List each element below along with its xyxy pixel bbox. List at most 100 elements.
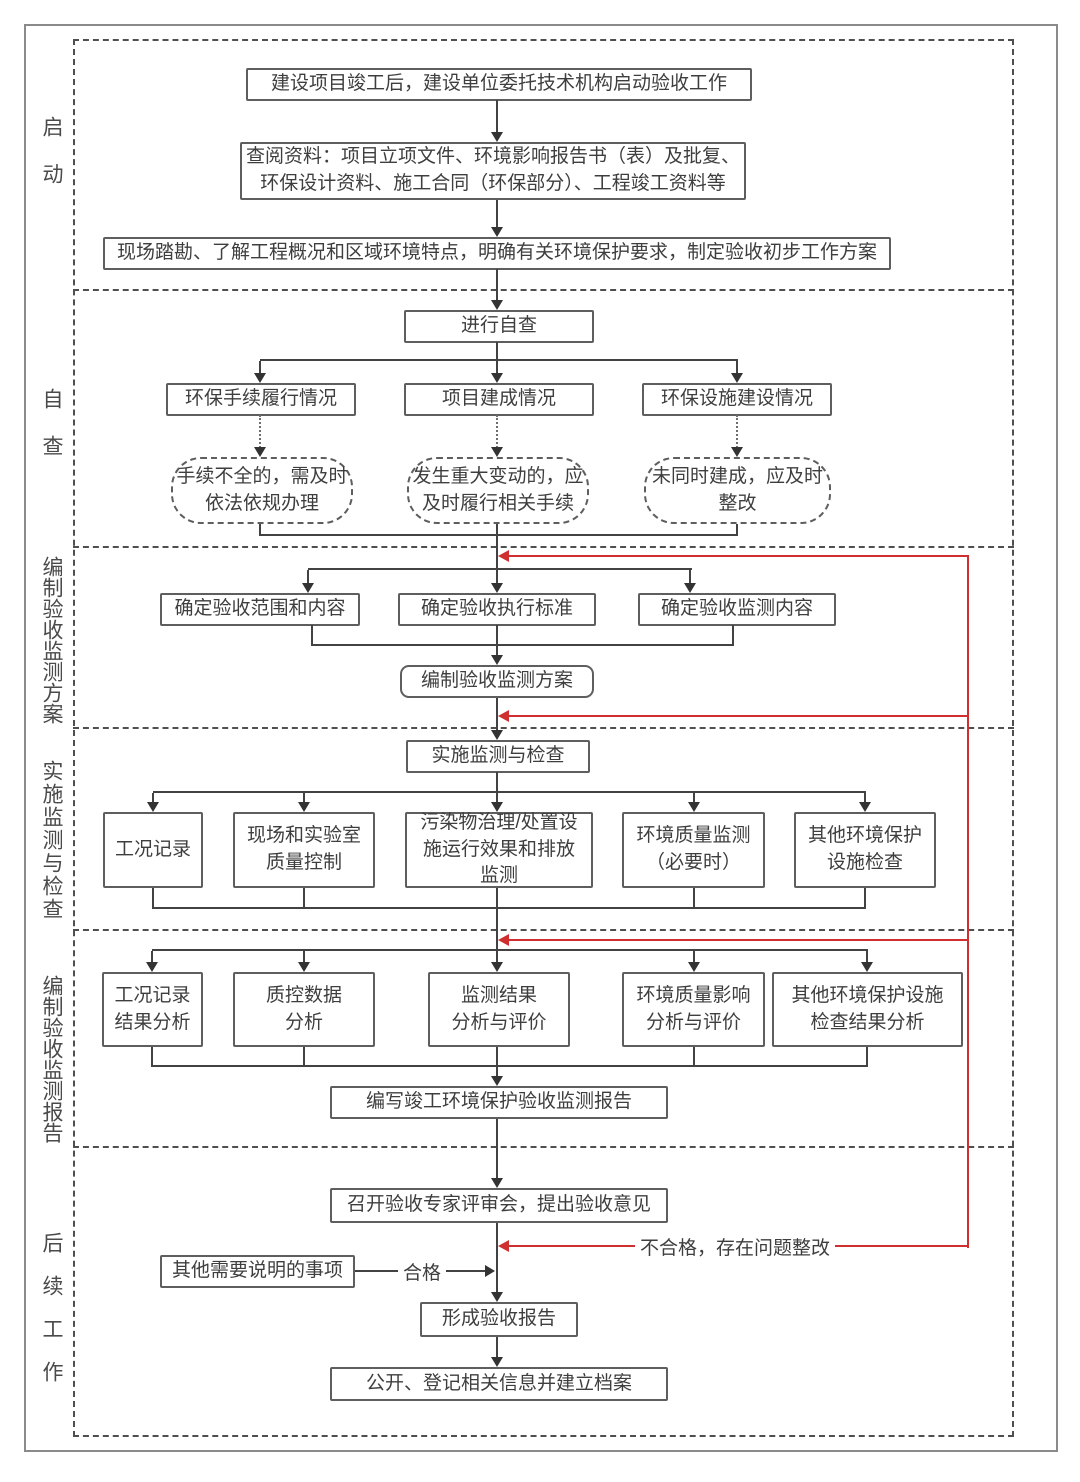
connector-line — [864, 793, 866, 803]
stage-label-report: 编制验收监测报告 — [40, 975, 63, 1143]
connector-line — [303, 888, 305, 909]
connector-line — [496, 625, 498, 646]
arrow-down-icon — [146, 962, 158, 972]
feedback-line-to-monitor — [506, 715, 969, 717]
connector-line — [496, 909, 498, 962]
stage-label-start: 启动 — [40, 116, 63, 210]
connector-line — [496, 342, 498, 361]
connector-line — [496, 1223, 498, 1293]
connector-line — [496, 698, 498, 730]
arrow-down-icon — [731, 447, 743, 457]
connector-line — [496, 793, 498, 803]
connector-line — [152, 907, 866, 909]
arrow-down-icon — [491, 227, 503, 237]
flow-box-operating-record: 工况记录 — [103, 812, 203, 888]
flow-box-quality-control: 现场和实验室 质量控制 — [233, 812, 375, 888]
connector-line — [259, 534, 738, 536]
flow-box-result-evaluation: 监测结果 分析与评价 — [428, 972, 570, 1047]
dotted-connector-line — [736, 415, 738, 448]
arrow-down-icon — [491, 730, 503, 740]
connector-line — [689, 570, 691, 583]
flow-box-pollution-monitoring: 污染物治理/处置设 施运行效果和排放 监测 — [405, 812, 593, 888]
connector-line — [736, 524, 738, 536]
flow-box-scope-content: 确定验收范围和内容 — [160, 593, 360, 626]
arrow-down-icon — [491, 655, 503, 665]
arrow-down-icon — [147, 802, 159, 812]
pass-label: 合格 — [398, 1258, 447, 1285]
connector-line — [496, 1047, 498, 1067]
feedback-line-vertical — [967, 556, 969, 1248]
feedback-line-to-plan — [506, 555, 969, 557]
stage-label-monitor: 实施监测与检查 — [40, 760, 63, 921]
arrow-down-icon — [491, 300, 503, 310]
connector-line — [866, 1047, 868, 1067]
connector-line — [260, 359, 738, 361]
arrow-left-red-icon — [498, 1240, 509, 1252]
flow-box-publish-archive: 公开、登记相关信息并建立档案 — [330, 1367, 668, 1401]
flow-box-plan-output: 编制验收监测方案 — [400, 665, 594, 698]
connector-line — [693, 888, 695, 909]
arrow-down-icon — [859, 802, 871, 812]
flow-box-monitor-main: 实施监测与检查 — [406, 740, 590, 773]
connector-line — [496, 361, 498, 374]
connector-line — [311, 644, 734, 646]
connector-line — [496, 269, 498, 301]
connector-line — [151, 1065, 868, 1067]
stage-label-selfcheck: 自查 — [40, 388, 63, 482]
arrow-down-icon — [491, 447, 503, 457]
connector-line — [153, 791, 866, 793]
flow-result-major-change: 发生重大变动的，应 及时履行相关手续 — [407, 457, 589, 524]
flow-box-selfcheck: 进行自查 — [404, 310, 594, 343]
connector-line — [152, 888, 154, 909]
arrow-down-icon — [491, 962, 503, 972]
connector-line — [864, 888, 866, 909]
arrow-down-icon — [688, 802, 700, 812]
arrow-left-red-icon — [498, 710, 509, 722]
flow-box-review-materials: 查阅资料：项目立项文件、环境影响报告书（表）及批复、 环保设计资料、施工合同（环… — [240, 142, 746, 200]
connector-line — [496, 1119, 498, 1179]
dotted-connector-line — [496, 415, 498, 448]
outer-border — [24, 24, 1058, 1452]
connector-line — [311, 625, 313, 646]
connector-line — [496, 888, 498, 909]
flow-box-env-quality-monitoring: 环境质量监测 （必要时） — [622, 812, 765, 888]
connector-line — [496, 100, 498, 133]
flow-box-monitor-content: 确定验收监测内容 — [638, 593, 836, 626]
arrow-down-icon — [491, 802, 503, 812]
arrow-down-icon — [254, 447, 266, 457]
arrow-down-icon — [254, 373, 266, 383]
connector-line — [308, 568, 692, 570]
flow-box-project-status: 项目建成情况 — [404, 383, 594, 416]
connector-line — [152, 793, 154, 803]
connector-line — [693, 951, 695, 962]
divider-start-selfcheck — [73, 289, 1014, 291]
divider-monitor-report — [73, 929, 1014, 931]
flow-box-standards: 确定验收执行标准 — [398, 593, 596, 626]
dashed-frame — [73, 39, 1014, 1437]
divider-report-followup — [73, 1146, 1014, 1148]
arrow-left-red-icon — [498, 934, 509, 946]
connector-line — [496, 1067, 498, 1077]
arrow-down-icon — [491, 1357, 503, 1367]
flow-box-site-survey: 现场踏勘、了解工程概况和区域环境特点，明确有关环境保护要求，制定验收初步工作方案 — [103, 237, 891, 270]
connector-line — [736, 361, 738, 374]
flow-box-record-analysis: 工况记录 结果分析 — [102, 972, 203, 1047]
arrow-down-icon — [491, 373, 503, 383]
connector-line — [496, 772, 498, 793]
connector-line — [259, 361, 261, 374]
arrow-down-icon — [731, 373, 743, 383]
flow-box-facility-result-analysis: 其他环境保护设施 检查结果分析 — [772, 972, 963, 1047]
connector-line — [693, 793, 695, 803]
connector-line — [732, 625, 734, 646]
stage-label-followup: 后续工作 — [40, 1232, 63, 1404]
flow-box-report-output: 编写竣工环境保护验收监测报告 — [330, 1086, 668, 1119]
flow-box-facility-status: 环保设施建设情况 — [642, 383, 832, 416]
connector-line — [152, 949, 868, 951]
fail-label: 不合格，存在问题整改 — [635, 1233, 836, 1260]
arrow-down-icon — [298, 802, 310, 812]
connector-line — [496, 1337, 498, 1358]
connector-line — [496, 536, 498, 583]
flow-result-fix-procedures: 手续不全的，需及时 依法依规办理 — [171, 457, 353, 524]
divider-plan-monitor — [73, 727, 1014, 729]
